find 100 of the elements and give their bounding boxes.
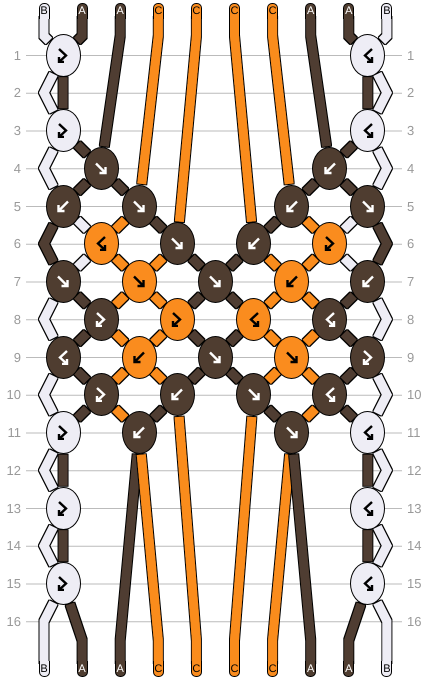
row-number: 5 <box>407 198 414 214</box>
thread <box>373 449 392 492</box>
thread <box>150 406 166 422</box>
thread <box>58 530 68 562</box>
thread <box>340 216 357 233</box>
thread <box>74 406 90 422</box>
thread <box>344 602 366 663</box>
thread <box>378 17 392 44</box>
knot-oval <box>350 336 386 378</box>
row-number: 16 <box>6 614 21 629</box>
thread <box>373 72 392 114</box>
thread <box>74 330 90 346</box>
knot-oval <box>350 109 386 152</box>
thread <box>38 298 58 340</box>
row-number: 7 <box>407 274 414 289</box>
knot-oval <box>46 109 81 152</box>
thread <box>373 524 392 567</box>
row-number: 10 <box>407 387 422 402</box>
knot-oval <box>350 260 386 303</box>
thread <box>38 72 58 114</box>
string-end: C <box>267 3 278 19</box>
thread <box>226 292 243 308</box>
thread <box>112 406 128 422</box>
thread <box>174 17 201 222</box>
string-end: A <box>76 661 88 677</box>
row-number: 12 <box>6 462 21 478</box>
row-number: 14 <box>6 538 21 554</box>
row-number: 4 <box>14 160 21 176</box>
row-number: 3 <box>407 123 414 138</box>
thread <box>340 292 357 308</box>
knot-oval <box>350 34 386 76</box>
string-end: C <box>152 3 164 19</box>
thread <box>344 17 357 44</box>
knot-oval <box>312 298 348 341</box>
string-end: A <box>305 661 316 677</box>
row-number: 9 <box>14 350 21 364</box>
thread <box>264 330 281 346</box>
thread <box>38 524 58 567</box>
row-number: 5 <box>14 198 21 214</box>
knot-oval <box>236 373 272 416</box>
row-number: 11 <box>407 425 420 440</box>
thread <box>302 292 319 308</box>
row-number: 16 <box>407 614 422 629</box>
thread <box>363 454 372 486</box>
row-number: 10 <box>6 387 21 402</box>
string-end: A <box>114 3 126 19</box>
thread <box>373 147 392 190</box>
thread <box>40 17 52 44</box>
knot-oval <box>122 411 157 454</box>
thread <box>74 254 90 271</box>
thread <box>363 530 372 562</box>
string-end: C <box>229 3 240 19</box>
knot-oval <box>312 146 348 190</box>
thread <box>174 416 201 663</box>
thread <box>289 454 316 663</box>
thread <box>150 254 166 271</box>
knot-oval <box>46 34 81 76</box>
thread <box>373 600 392 663</box>
knot-oval <box>160 222 195 266</box>
knot-oval <box>46 260 81 303</box>
thread <box>38 449 58 492</box>
string-end: A <box>343 3 354 19</box>
thread <box>74 292 90 308</box>
string-end: B <box>38 3 50 19</box>
thread <box>74 368 90 384</box>
thread <box>74 216 90 233</box>
thread <box>58 77 68 108</box>
thread <box>302 330 319 346</box>
thread <box>340 179 357 196</box>
row-number: 14 <box>407 538 422 554</box>
knot-oval <box>350 486 386 530</box>
row-number: 2 <box>407 85 414 100</box>
knot-oval <box>46 411 81 454</box>
knot-oval <box>122 184 157 228</box>
thread <box>302 406 319 422</box>
string-end: B <box>381 661 392 677</box>
row-number: 3 <box>14 123 21 138</box>
thread <box>264 216 281 233</box>
thread <box>116 454 142 663</box>
thread <box>268 454 294 663</box>
knot-oval <box>236 298 272 341</box>
knot-oval <box>274 411 310 454</box>
row-number: 4 <box>407 160 414 176</box>
string-end: C <box>190 661 202 677</box>
knot-oval <box>236 222 272 266</box>
knot-oval <box>160 373 195 416</box>
thread <box>112 292 128 308</box>
thread <box>150 216 166 233</box>
thread <box>373 374 392 416</box>
thread <box>230 17 256 222</box>
knot-oval <box>274 336 310 378</box>
knot-oval <box>160 298 195 341</box>
string-end: B <box>38 661 50 677</box>
string-end: A <box>76 3 88 19</box>
thread <box>58 454 68 486</box>
thread <box>340 254 357 271</box>
thread <box>38 374 58 416</box>
row-number: 11 <box>8 425 21 440</box>
knot-oval <box>122 336 157 378</box>
knot-oval <box>312 222 348 266</box>
